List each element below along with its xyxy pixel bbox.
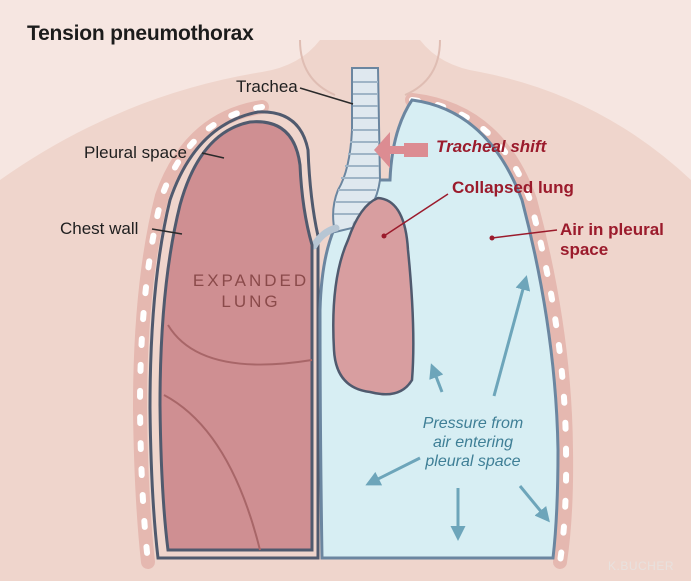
pleural-space-label: Pleural space bbox=[84, 143, 187, 163]
expanded-lung-label-line2: LUNG bbox=[176, 291, 326, 312]
tracheal-shift-arrow-tail bbox=[404, 143, 428, 157]
collapsed-lung-dot bbox=[382, 234, 387, 239]
air-dot bbox=[490, 236, 495, 241]
air-in-pleural-space-label: Air in pleural space bbox=[560, 220, 664, 259]
chest-wall-label: Chest wall bbox=[60, 219, 138, 239]
air-label-line1: Air in pleural bbox=[560, 220, 664, 240]
pressure-label: Pressure from air entering pleural space bbox=[398, 414, 548, 472]
collapsed-lung-label: Collapsed lung bbox=[452, 178, 574, 198]
tracheal-shift-label: Tracheal shift bbox=[436, 137, 546, 157]
air-label-line2: space bbox=[560, 240, 664, 260]
expanded-lung-label: EXPANDED LUNG bbox=[176, 270, 326, 313]
trachea-label: Trachea bbox=[236, 77, 298, 97]
artist-signature: K.BUCHER bbox=[608, 560, 674, 574]
expanded-lung-label-line1: EXPANDED bbox=[176, 270, 326, 291]
pressure-label-line1: Pressure from bbox=[398, 414, 548, 433]
pressure-label-line2: air entering bbox=[398, 433, 548, 452]
pressure-label-line3: pleural space bbox=[398, 452, 548, 471]
diagram-title: Tension pneumothorax bbox=[27, 22, 254, 46]
